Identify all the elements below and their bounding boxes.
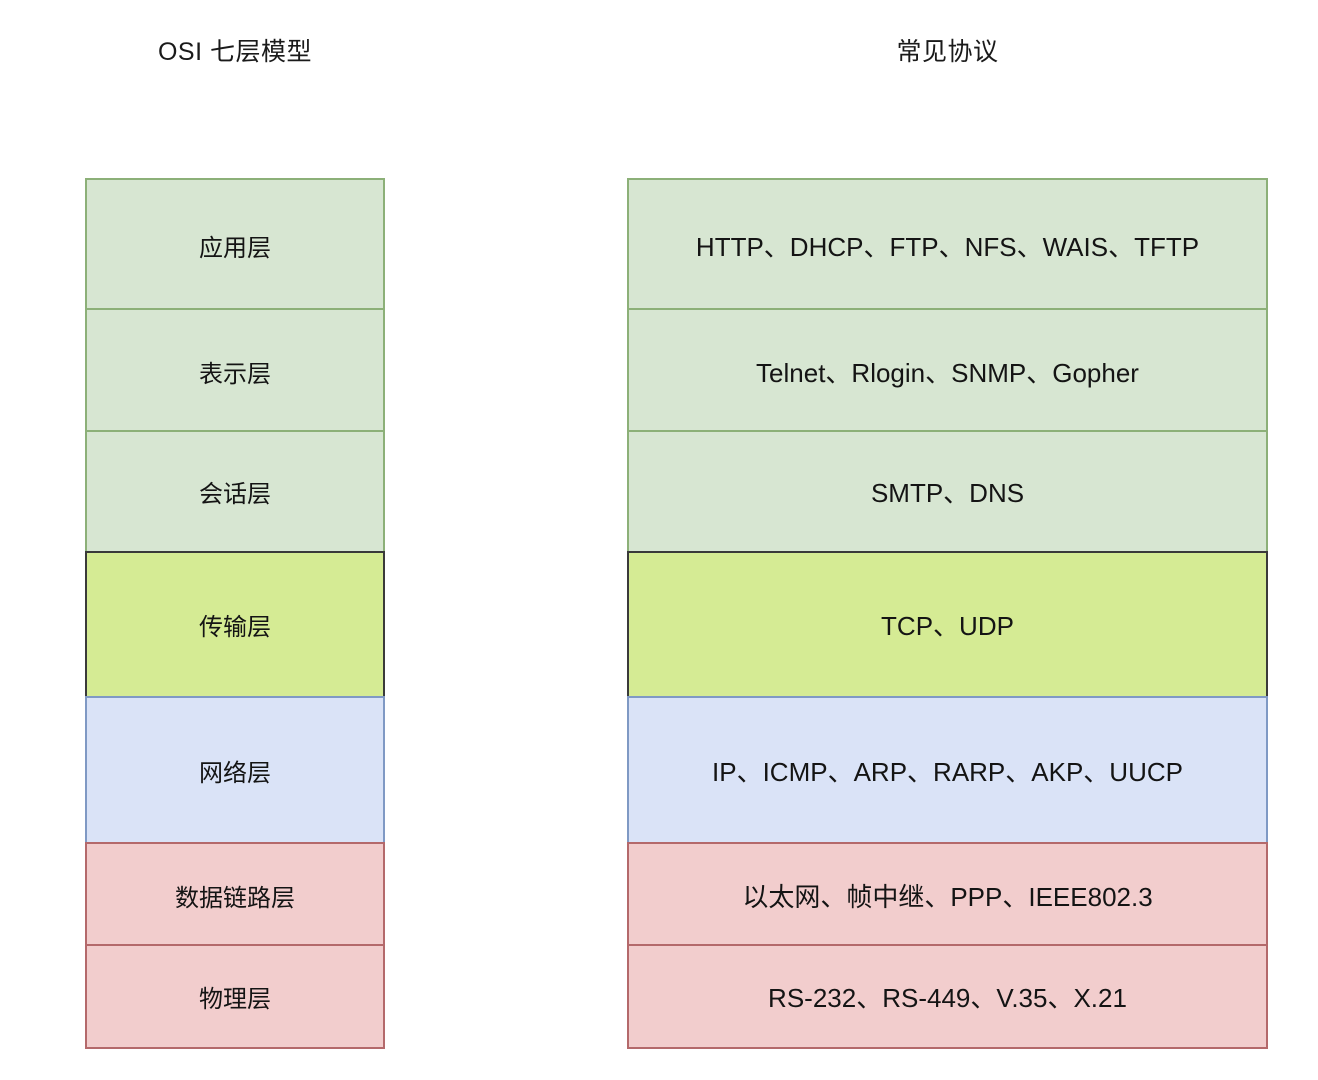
protocol-label: Telnet、Rlogin、SNMP、Gopher bbox=[756, 357, 1139, 388]
osi-layer-session: 会话层 bbox=[85, 430, 385, 553]
protocol-label: IP、ICMP、ARP、RARP、AKP、UUCP bbox=[712, 756, 1183, 787]
osi-layer-physical: 物理层 bbox=[85, 944, 385, 1049]
protocols-presentation: Telnet、Rlogin、SNMP、Gopher bbox=[627, 308, 1268, 432]
protocols-application: HTTP、DHCP、FTP、NFS、WAIS、TFTP bbox=[627, 178, 1268, 310]
layer-label: 数据链路层 bbox=[175, 884, 295, 912]
left-column-title: OSI 七层模型 bbox=[157, 38, 312, 66]
protocols-network: IP、ICMP、ARP、RARP、AKP、UUCP bbox=[627, 696, 1268, 844]
protocols-session: SMTP、DNS bbox=[627, 430, 1268, 553]
protocols-physical: RS-232、RS-449、V.35、X.21 bbox=[627, 944, 1268, 1049]
layer-label: 表示层 bbox=[199, 360, 271, 388]
osi-layer-presentation: 表示层 bbox=[85, 308, 385, 432]
layer-label: 物理层 bbox=[199, 986, 271, 1013]
protocol-label: RS-232、RS-449、V.35、X.21 bbox=[768, 983, 1127, 1013]
protocols-data-link: 以太网、帧中继、PPP、IEEE802.3 bbox=[627, 842, 1268, 946]
protocol-column: HTTP、DHCP、FTP、NFS、WAIS、TFTP Telnet、Rlogi… bbox=[627, 178, 1268, 1049]
protocol-label: TCP、UDP bbox=[881, 611, 1014, 641]
osi-layer-data-link: 数据链路层 bbox=[85, 842, 385, 946]
protocol-label: 以太网、帧中继、PPP、IEEE802.3 bbox=[742, 881, 1153, 912]
layer-label: 会话层 bbox=[199, 481, 271, 508]
layer-label: 传输层 bbox=[199, 614, 271, 641]
protocol-label: SMTP、DNS bbox=[870, 478, 1025, 508]
osi-layer-column: 应用层 表示层 会话层 传输层 网络层 数据链路层 物理层 bbox=[85, 178, 385, 1049]
right-column-title: 常见协议 bbox=[896, 38, 999, 66]
layer-label: 应用层 bbox=[199, 234, 271, 262]
layer-label: 网络层 bbox=[199, 759, 271, 787]
osi-layer-network: 网络层 bbox=[85, 696, 385, 844]
protocols-transport: TCP、UDP bbox=[627, 551, 1268, 698]
osi-layer-transport: 传输层 bbox=[85, 551, 385, 698]
protocol-label: HTTP、DHCP、FTP、NFS、WAIS、TFTP bbox=[695, 231, 1200, 262]
osi-layer-application: 应用层 bbox=[85, 178, 385, 310]
